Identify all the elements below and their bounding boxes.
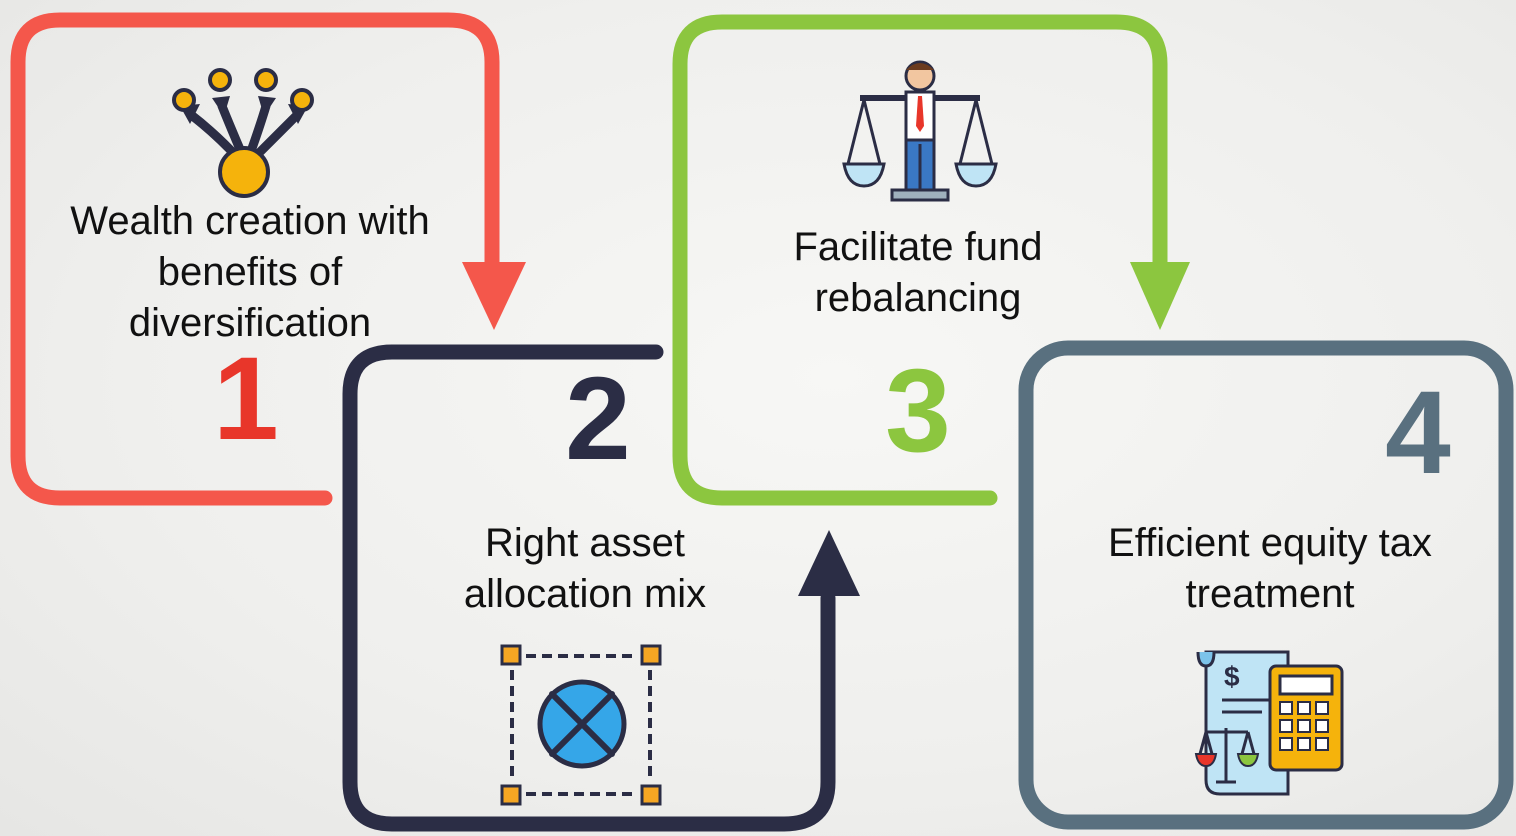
balance-scale-icon [842, 60, 998, 202]
step3-number: 3 [885, 345, 951, 477]
step3-text: Facilitate fund rebalancing [793, 225, 1043, 320]
step4-number: 4 [1385, 367, 1451, 499]
svg-text:$: $ [1224, 661, 1240, 692]
step1-number: 1 [213, 333, 279, 465]
step3-frame [672, 14, 1168, 506]
step4-text: Efficient equity tax treatment [1108, 521, 1432, 616]
step1-arrow [462, 262, 526, 330]
step4-frame [1018, 340, 1514, 830]
step3-arrow [1130, 262, 1190, 330]
step2-text: Right asset allocation mix [463, 521, 707, 616]
step2-number: 2 [565, 353, 631, 485]
diversification-icon [172, 68, 314, 198]
tax-calculator-icon: $ [1194, 650, 1344, 796]
step2-frame [342, 344, 836, 832]
step2-arrow [798, 530, 860, 596]
step1-text: Wealth creation with benefits of diversi… [70, 199, 430, 345]
step1-frame [10, 12, 500, 506]
target-selection-icon [500, 644, 662, 806]
